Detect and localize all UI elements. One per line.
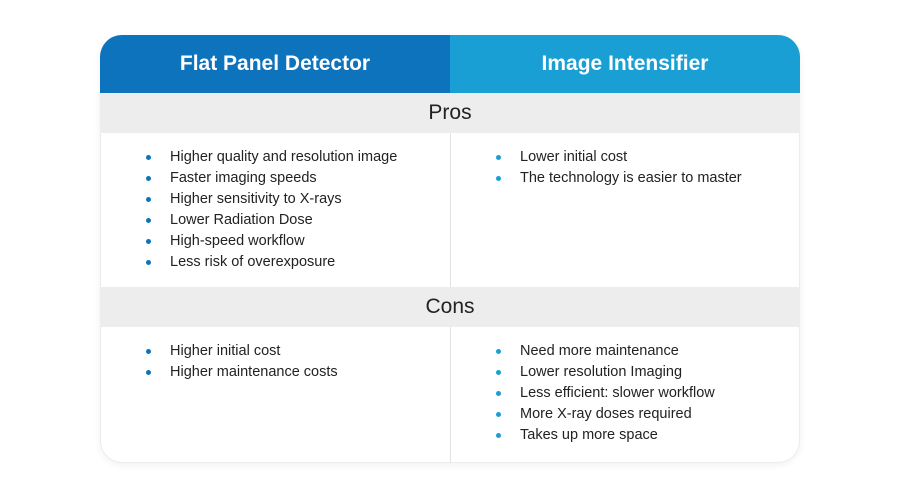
list-item: Less risk of overexposure [146,252,397,273]
bullet-dot-icon [496,370,501,375]
list-item-text: Less risk of overexposure [170,254,336,270]
section-label-cons: Cons [100,287,800,327]
list-item-text: The technology is easier to master [520,170,742,186]
bullet-dot-icon [146,370,151,375]
list-item: High-speed workflow [146,231,397,252]
list-item: Higher maintenance costs [146,362,338,383]
column-header-image-intensifier: Image Intensifier [450,35,800,93]
bullet-dot-icon [146,155,151,160]
list-item-text: More X-ray doses required [520,406,692,422]
list-item-text: Less efficient: slower workflow [520,385,715,401]
list-item: Takes up more space [496,425,715,446]
comparison-table: Flat Panel Detector Image Intensifier Pr… [100,35,800,463]
list-item: Lower Radiation Dose [146,210,397,231]
list-item: Need more maintenance [496,341,715,362]
list-item: Higher sensitivity to X-rays [146,189,397,210]
list-item: More X-ray doses required [496,404,715,425]
table-header: Flat Panel Detector Image Intensifier [100,35,800,93]
list-item-text: Lower Radiation Dose [170,212,313,228]
bullet-dot-icon [496,391,501,396]
bullet-dot-icon [146,197,151,202]
bullet-dot-icon [146,176,151,181]
list-item-text: Lower initial cost [520,149,628,165]
list-item: Lower initial cost [496,147,742,168]
column-divider [450,327,451,463]
list-item-text: Higher sensitivity to X-rays [170,191,342,207]
column-divider [450,133,451,287]
column-header-flat-panel-detector: Flat Panel Detector [100,35,450,93]
list-item-text: High-speed workflow [170,233,305,249]
bullet-dot-icon [146,260,151,265]
bullet-dot-icon [146,349,151,354]
bullet-dot-icon [496,433,501,438]
list-item-text: Lower resolution Imaging [520,364,683,380]
list-item-text: Takes up more space [520,427,658,443]
bullet-dot-icon [146,218,151,223]
list-item-text: Higher quality and resolution image [170,149,398,165]
bullet-dot-icon [496,412,501,417]
list-item: Higher initial cost [146,341,338,362]
list-item-text: Need more maintenance [520,343,679,359]
list-item: Higher quality and resolution image [146,147,397,168]
list-item: Lower resolution Imaging [496,362,715,383]
list-item-text: Higher maintenance costs [170,364,338,380]
bullet-dot-icon [146,239,151,244]
bullet-dot-icon [496,349,501,354]
bullet-dot-icon [496,155,501,160]
list-item-text: Faster imaging speeds [170,170,317,186]
section-label-pros: Pros [100,93,800,133]
list-item: Less efficient: slower workflow [496,383,715,404]
bullet-dot-icon [496,176,501,181]
list-item: Faster imaging speeds [146,168,397,189]
list-item: The technology is easier to master [496,168,742,189]
list-item-text: Higher initial cost [170,343,281,359]
